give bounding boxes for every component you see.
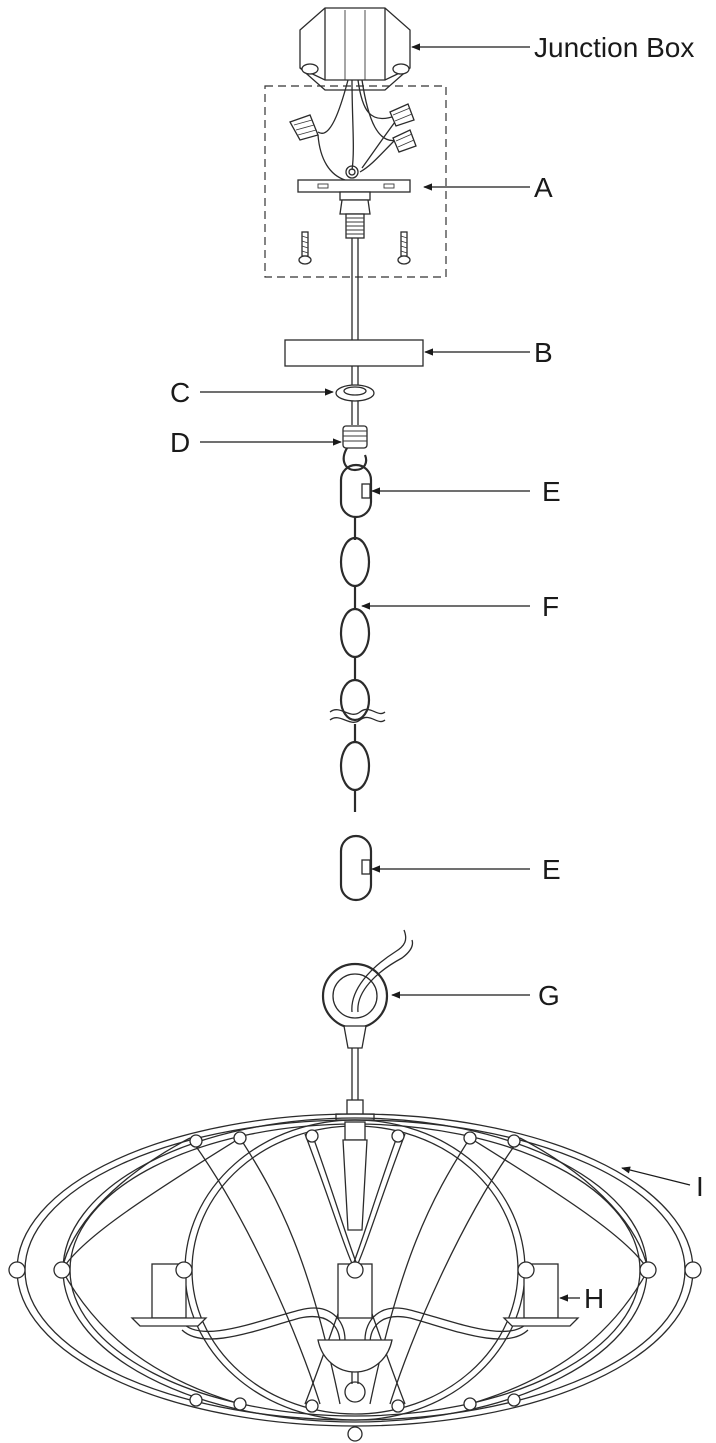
mounting-screw-left [298,231,312,265]
wire-nut-left [289,114,319,141]
leader-lines [200,43,691,1302]
junction-box [299,7,411,91]
quick-link-bottom [339,834,373,902]
mounting-screw-right [397,231,411,265]
mounting-hardware-outline [264,85,447,278]
label-e-bottom: E [542,854,561,885]
wire-nut-upper-right [389,103,415,127]
label-g: G [538,980,560,1011]
screw-collar-loop [342,425,368,472]
label-b: B [534,337,553,368]
crossbar [297,179,411,201]
lock-ring [335,384,375,402]
wire-connections [289,79,417,181]
fixture-stem [335,1048,375,1121]
decorative-balls [8,1129,702,1442]
wire-nut-lower-right [392,129,417,153]
label-junction-box: Junction Box [534,32,694,63]
label-e-top: E [542,476,561,507]
label-i: I [696,1171,704,1202]
label-c: C [170,377,190,408]
candle-arms [181,1307,529,1403]
label-f: F [542,591,559,622]
fixture-loop [321,929,414,1049]
canopy [284,339,424,367]
quick-link-top [339,463,373,519]
threaded-nipple [339,199,371,239]
label-h: H [584,1283,604,1314]
chain [329,517,386,812]
label-a: A [534,172,553,203]
label-d: D [170,427,190,458]
